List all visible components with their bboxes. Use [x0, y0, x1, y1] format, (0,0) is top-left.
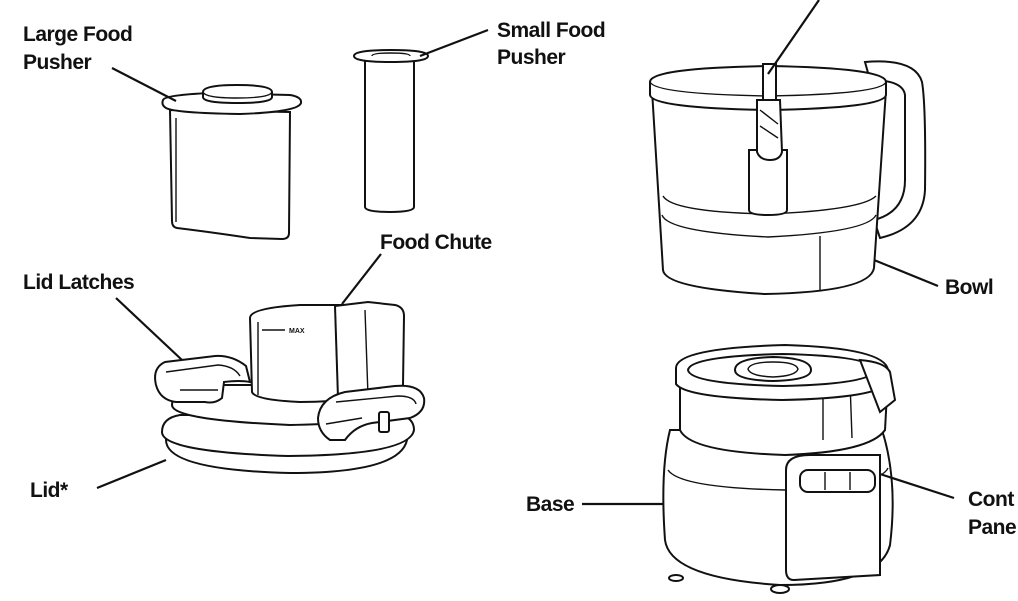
label-small-food-pusher-line2: Pusher — [497, 46, 566, 69]
part-labels: Large Food Pusher Small Food Pusher Food… — [23, 19, 1017, 539]
leader-large-food-pusher — [111, 67, 177, 102]
food-processor-base — [662, 343, 897, 594]
leader-small-food-pusher — [419, 28, 489, 58]
label-large-food-pusher-line2: Pusher — [23, 51, 92, 74]
leader-lid-latches — [115, 297, 183, 361]
label-lid: Lid* — [30, 479, 69, 502]
bowl — [649, 60, 927, 296]
label-base: Base — [526, 493, 574, 516]
label-small-food-pusher-line1: Small Food — [497, 19, 605, 42]
label-lid-latches: Lid Latches — [23, 271, 134, 294]
lid-assembly: MAX — [154, 300, 426, 475]
label-bowl: Bowl — [945, 276, 993, 299]
large-food-pusher — [161, 83, 303, 241]
label-control-panel-line2: Pane — [968, 516, 1016, 539]
leader-food-chute — [341, 253, 382, 305]
leader-blade — [767, 0, 820, 75]
label-large-food-pusher-line1: Large Food — [23, 23, 132, 46]
label-control-panel-line1: Cont — [968, 488, 1014, 511]
leader-lid — [96, 458, 167, 490]
leader-bowl — [873, 258, 939, 288]
leader-lines — [96, 0, 955, 506]
label-food-chute: Food Chute — [380, 231, 492, 254]
max-fill-mark: MAX — [289, 328, 305, 335]
leader-control-panel — [879, 472, 955, 500]
small-food-pusher — [352, 48, 430, 214]
